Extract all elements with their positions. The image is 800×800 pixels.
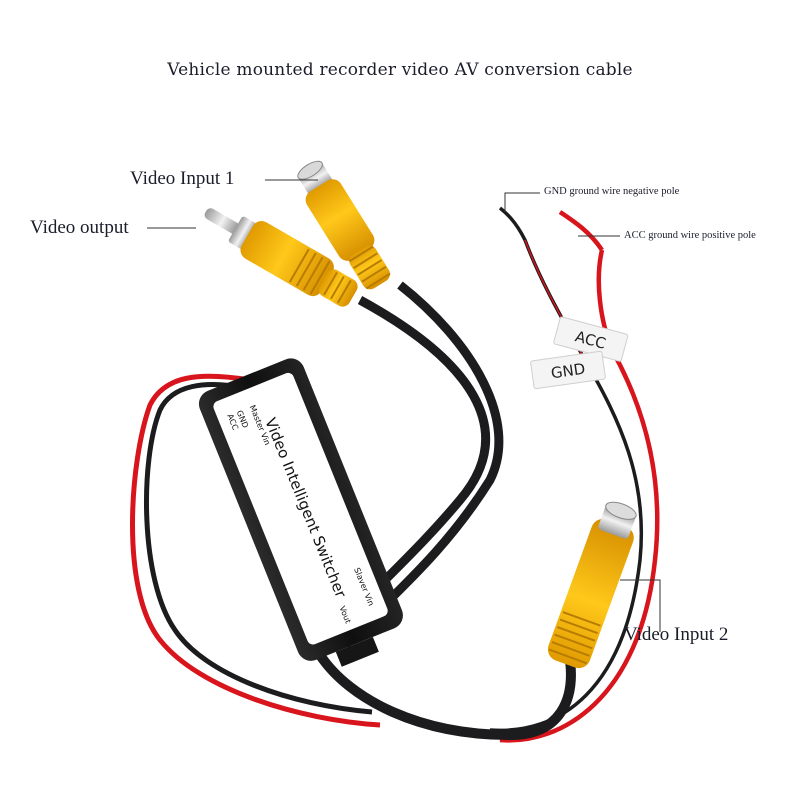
video-input-1-plug: [297, 160, 391, 290]
video-output-label: Video output: [30, 217, 129, 238]
video-input-2-plug: [547, 501, 637, 669]
switcher-module: Video Intelligent Switcher ACC GND Maste…: [198, 358, 403, 667]
acc-wire-label: ACC ground wire positive pole: [624, 230, 756, 241]
acc-tag: ACC: [553, 316, 629, 362]
svg-text:GND: GND: [550, 360, 587, 383]
video-input-2-label: Video Input 2: [624, 624, 729, 645]
black-wire-loop: [143, 381, 373, 715]
cable-to-input2: [315, 652, 576, 741]
gnd-wire-label: GND ground wire negative pole: [544, 186, 680, 197]
red-wire-right: [499, 249, 660, 743]
video-output-plug: [204, 208, 358, 307]
acc-wire-top: [558, 210, 604, 252]
video-input-1-label: Video Input 1: [130, 168, 235, 189]
gnd-tag: GND: [530, 350, 606, 390]
leader-input-2: [620, 579, 661, 632]
page-title: Vehicle mounted recorder video AV conver…: [167, 60, 633, 80]
red-wire-loop: [130, 373, 381, 728]
leader-gnd: [504, 192, 540, 212]
